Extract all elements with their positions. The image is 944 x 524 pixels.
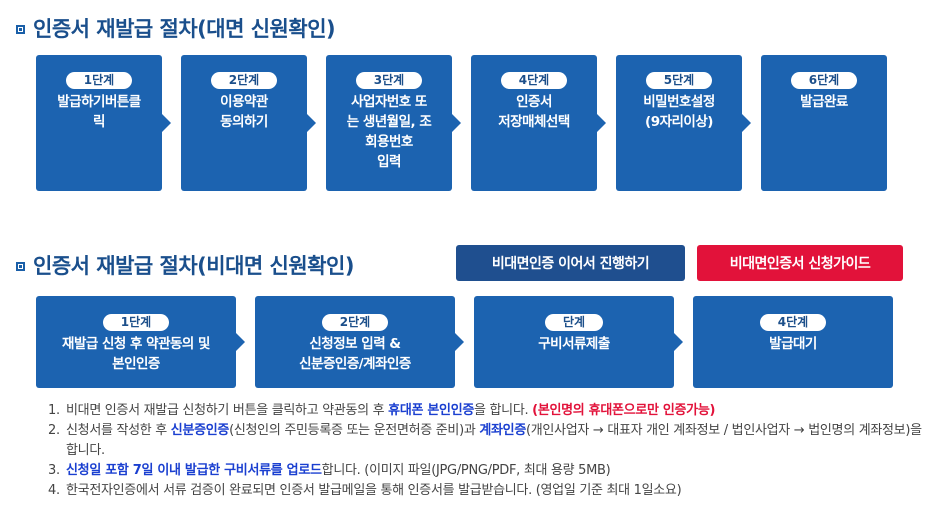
non-face-to-face-guide-button[interactable]: 비대면인증서 신청가이드	[697, 245, 903, 281]
step-label: 구비서류제출	[538, 336, 610, 352]
arrow-right-icon	[452, 114, 461, 132]
step-card: 단계 구비서류제출	[474, 296, 683, 388]
note-highlight: 계좌인증	[479, 423, 526, 438]
list-text: 신청일 포함 7일 이내 발급한 구비서류를 업로드합니다. (이미지 파일(J…	[66, 461, 611, 481]
step-card: 1단계 재발급 신청 후 약관동의 및 본인인증	[36, 296, 245, 388]
step-label: 발급하기버튼클 릭	[57, 94, 141, 130]
list-item: 3. 신청일 포함 7일 이내 발급한 구비서류를 업로드합니다. (이미지 파…	[48, 461, 928, 481]
step-card: 1단계 발급하기버튼클 릭	[36, 55, 171, 191]
step-badge: 2단계	[210, 72, 278, 89]
list-number: 2.	[48, 423, 60, 438]
square-bullet-icon	[16, 261, 25, 271]
section-title-text: 인증서 재발급 절차(비대면 신원확인)	[33, 254, 354, 278]
step-label: 발급대기	[769, 336, 817, 352]
note-text: 신청서를 작성한 후	[66, 423, 171, 438]
arrow-right-icon	[307, 114, 316, 132]
arrow-right-icon	[674, 333, 683, 351]
step-label: 발급완료	[800, 94, 848, 110]
list-item: 2. 신청서를 작성한 후 신분증인증(신청인의 주민등록증 또는 운전면허증 …	[48, 421, 928, 461]
note-text: 비대면 인증서 재발급 신청하기 버튼을 클릭하고 약관동의 후	[66, 403, 389, 418]
step-label: 비밀번호설정 (9자리이상)	[643, 94, 715, 130]
step-label: 인증서 저장매체선택	[498, 94, 570, 130]
note-text: 합니다. (이미지 파일(JPG/PNG/PDF, 최대 용량 5MB)	[321, 463, 611, 478]
list-item: 1. 비대면 인증서 재발급 신청하기 버튼을 클릭하고 약관동의 후 휴대폰 …	[48, 401, 928, 421]
step-card: 3단계 사업자번호 또 는 생년월일, 조 회용번호 입력	[326, 55, 461, 191]
list-text: 한국전자인증에서 서류 검증이 완료되면 인증서 발급메일을 통해 인증서를 발…	[66, 483, 682, 498]
arrow-right-icon	[455, 333, 464, 351]
instruction-list: 1. 비대면 인증서 재발급 신청하기 버튼을 클릭하고 약관동의 후 휴대폰 …	[48, 401, 928, 501]
section-title-non-face-to-face: 인증서 재발급 절차(비대면 신원확인)	[16, 250, 354, 280]
step-card: 2단계 신청정보 입력 & 신분증인증/계좌인증	[255, 296, 464, 388]
step-card: 4단계 인증서 저장매체선택	[471, 55, 606, 191]
continue-non-face-to-face-button[interactable]: 비대면인증 이어서 진행하기	[456, 245, 685, 281]
step-card: 4단계 발급대기	[693, 296, 893, 388]
step-badge: 단계	[544, 314, 604, 331]
note-highlight: 신청일 포함 7일 이내 발급한 구비서류를 업로드	[66, 463, 322, 478]
note-text: (개인사업자 → 대표자 개인 계좌정보 / 법인사업자 → 법인명의 계좌정보…	[66, 423, 922, 458]
non-face-to-face-steps: 1단계 재발급 신청 후 약관동의 및 본인인증 2단계 신청정보 입력 & 신…	[36, 296, 912, 388]
step-badge: 1단계	[102, 314, 170, 331]
note-highlight: 휴대폰 본인인증	[388, 403, 475, 418]
arrow-right-icon	[742, 114, 751, 132]
list-item: 4. 한국전자인증에서 서류 검증이 완료되면 인증서 발급메일을 통해 인증서…	[48, 481, 928, 501]
step-badge: 6단계	[790, 72, 858, 89]
section-title-face-to-face: 인증서 재발급 절차(대면 신원확인)	[16, 13, 336, 43]
list-text: 비대면 인증서 재발급 신청하기 버튼을 클릭하고 약관동의 후 휴대폰 본인인…	[66, 401, 715, 421]
step-label: 사업자번호 또 는 생년월일, 조 회용번호 입력	[346, 94, 432, 170]
step-label: 신청정보 입력 & 신분증인증/계좌인증	[299, 336, 411, 372]
step-card: 5단계 비밀번호설정 (9자리이상)	[616, 55, 751, 191]
note-text: (신청인의 주민등록증 또는 운전면허증 준비)과	[229, 423, 480, 438]
step-badge: 3단계	[355, 72, 423, 89]
note-warning: (본인명의 휴대폰으로만 인증가능)	[532, 403, 716, 418]
step-badge: 4단계	[500, 72, 568, 89]
step-badge: 4단계	[759, 314, 827, 331]
arrow-right-icon	[162, 114, 171, 132]
list-number: 4.	[48, 483, 60, 498]
step-badge: 2단계	[321, 314, 389, 331]
list-number: 3.	[48, 463, 60, 478]
step-badge: 5단계	[645, 72, 713, 89]
arrow-right-icon	[236, 333, 245, 351]
step-card: 2단계 이용약관 동의하기	[181, 55, 316, 191]
list-text: 신청서를 작성한 후 신분증인증(신청인의 주민등록증 또는 운전면허증 준비)…	[66, 421, 928, 461]
step-badge: 1단계	[65, 72, 133, 89]
note-text: 을 합니다.	[474, 403, 533, 418]
step-label: 재발급 신청 후 약관동의 및 본인인증	[62, 336, 210, 372]
note-highlight: 신분증인증	[170, 423, 230, 438]
square-bullet-icon	[16, 24, 25, 34]
step-card: 6단계 발급완료	[761, 55, 887, 191]
arrow-right-icon	[597, 114, 606, 132]
list-number: 1.	[48, 403, 60, 418]
step-label: 이용약관 동의하기	[220, 94, 268, 130]
section-title-text: 인증서 재발급 절차(대면 신원확인)	[33, 17, 336, 41]
face-to-face-steps: 1단계 발급하기버튼클 릭 2단계 이용약관 동의하기 3단계 사업자번호 또 …	[36, 55, 906, 191]
